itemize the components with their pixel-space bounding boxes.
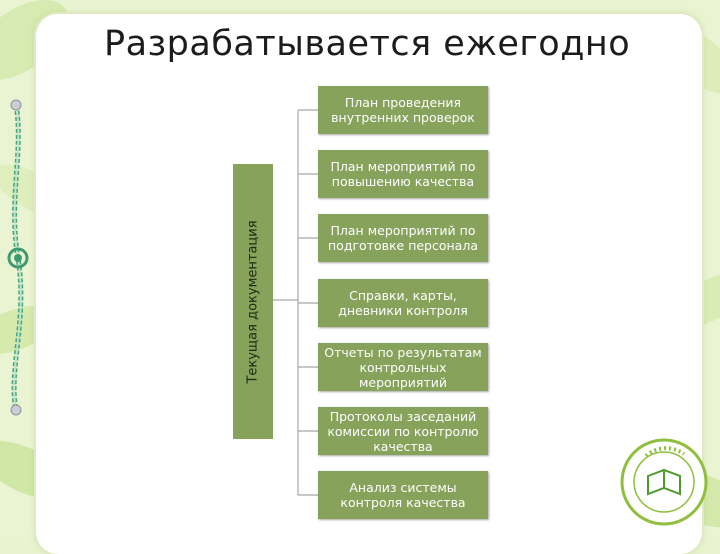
institution-logo (620, 438, 708, 526)
connector-lines (273, 109, 318, 496)
document-box: Анализ системы контроля качества (318, 471, 488, 519)
document-box: План мероприятий по повышению качества (318, 150, 488, 198)
document-box: Протоколы заседаний комиссии по контролю… (318, 407, 488, 455)
category-box: Текущая документация (233, 164, 273, 439)
document-box: Отчеты по результатам контрольных меропр… (318, 343, 488, 391)
document-label: Отчеты по результатам контрольных меропр… (324, 344, 482, 390)
document-label: План проведения внутренних проверок (331, 95, 475, 125)
document-box: План мероприятий по подготовке персонала (318, 214, 488, 262)
document-label: Справки, карты, дневники контроля (338, 288, 468, 318)
slide-title: Разрабатывается ежегодно (104, 24, 631, 64)
rope-decoration (7, 99, 29, 416)
document-label: Анализ системы контроля качества (340, 480, 466, 510)
category-label: Текущая документация (245, 219, 261, 384)
document-box: Справки, карты, дневники контроля (318, 279, 488, 327)
document-label: Протоколы заседаний комиссии по контролю… (327, 408, 479, 454)
document-label: План мероприятий по повышению качества (330, 159, 476, 189)
document-box: План проведения внутренних проверок (318, 86, 488, 134)
document-label: План мероприятий по подготовке персонала (328, 223, 478, 253)
